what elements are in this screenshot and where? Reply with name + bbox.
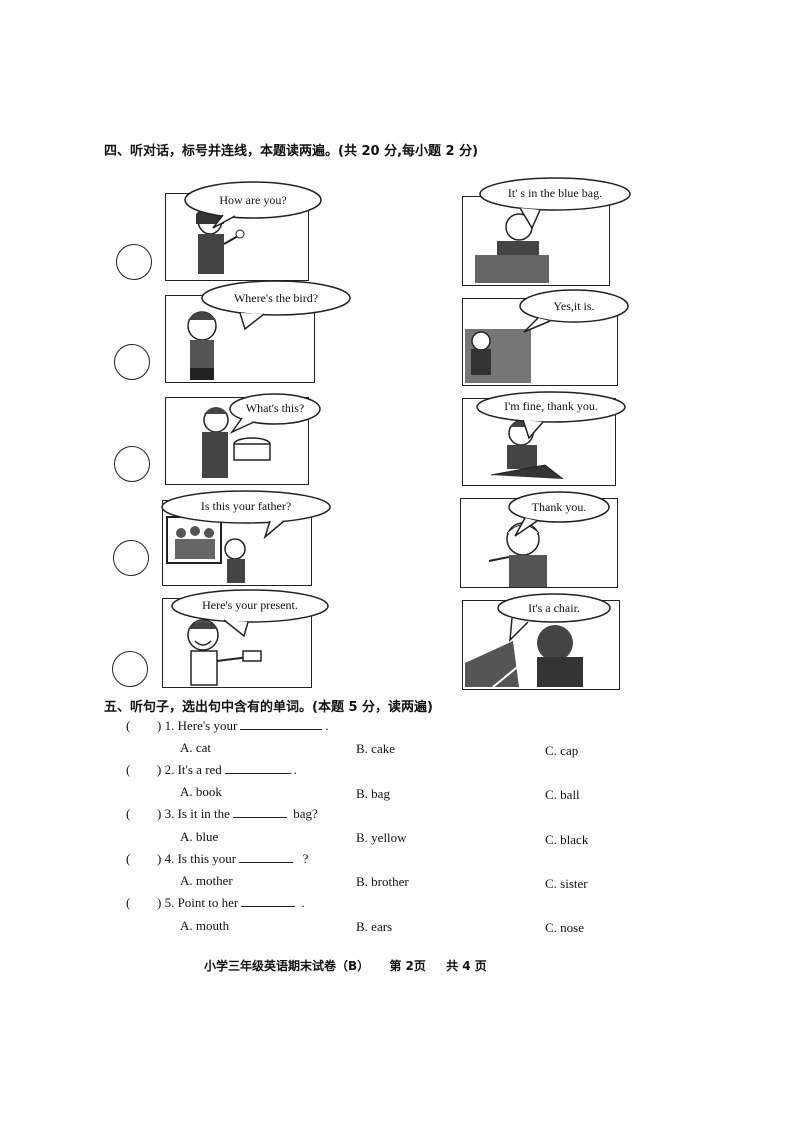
bubble-text: It' s in the blue bag. <box>507 186 603 200</box>
family-photo-icon <box>166 516 246 583</box>
bubble-text: Where's the bird? <box>233 291 319 305</box>
section-5-title: 五、听句子，选出句中含有的单词。(本题 5 分，读两遍) <box>104 700 433 715</box>
speech-bubble-left-5: Here's your present. <box>170 588 330 638</box>
answer-circle-3[interactable] <box>114 446 150 482</box>
section-4-title: 四、听对话，标号并连线，本题读两遍。(共 20 分,每小题 2 分) <box>104 144 479 159</box>
option-c[interactable]: C. nose <box>545 920 584 935</box>
question-4: ) 4. Is this your ? <box>157 851 308 867</box>
question-text: ) 3. Is it in the <box>157 806 230 821</box>
option-c[interactable]: C. sister <box>545 876 588 891</box>
question-5: ) 5. Point to her . <box>157 895 305 911</box>
small-figure-icon <box>465 329 531 383</box>
option-c[interactable]: C. ball <box>545 787 580 802</box>
answer-blank[interactable] <box>241 905 296 907</box>
answer-blank[interactable] <box>224 772 291 774</box>
bubble-text: Yes,it is. <box>553 299 595 313</box>
question-text: ) 1. Here's your <box>157 718 238 733</box>
option-b[interactable]: B. brother <box>356 874 409 889</box>
option-a[interactable]: A. blue <box>180 829 219 844</box>
answer-paren-5[interactable]: ( <box>126 895 131 910</box>
bubble-text: I'm fine, thank you. <box>504 399 598 413</box>
page-footer: 小学三年级英语期末试卷（B） 第 2页 共 4 页 <box>204 957 487 974</box>
boy-with-drum-icon <box>202 407 271 478</box>
answer-circle-5[interactable] <box>112 651 148 687</box>
answer-paren-2[interactable]: ( <box>126 762 131 777</box>
question-after: . <box>301 895 305 910</box>
bubble-text: What's this? <box>245 401 305 415</box>
answer-circle-1[interactable] <box>116 244 152 280</box>
boy-thank-you-icon <box>488 522 547 587</box>
speech-bubble-right-5: It's a chair. <box>496 592 612 642</box>
option-b[interactable]: B. bag <box>356 786 390 801</box>
question-text: ) 5. Point to her <box>157 895 239 910</box>
speech-bubble-right-1: It' s in the blue bag. <box>478 176 632 230</box>
boy-figure-icon <box>187 311 217 380</box>
option-c[interactable]: C. black <box>545 832 589 847</box>
option-a[interactable]: A. book <box>180 784 222 799</box>
bubble-text: Thank you. <box>531 500 587 514</box>
question-2: ) 2. It's a red. <box>157 762 297 778</box>
question-after: . <box>293 762 298 777</box>
girl-with-chair-icon <box>465 625 583 688</box>
question-after: bag? <box>293 806 318 821</box>
option-b[interactable]: B. ears <box>356 919 393 934</box>
footer-page: 第 2页 <box>389 959 426 973</box>
answer-blank[interactable] <box>239 861 294 863</box>
answer-blank[interactable] <box>240 728 323 730</box>
footer-total: 共 4 页 <box>446 959 487 973</box>
right-picture-panel-1 <box>462 196 610 286</box>
speech-bubble-right-2: Yes,it is. <box>518 288 630 333</box>
question-text: ) 2. It's a red <box>157 762 222 777</box>
answer-blank[interactable] <box>232 816 287 818</box>
answer-paren-3[interactable]: ( <box>126 806 131 821</box>
bubble-text: How are you? <box>219 193 287 207</box>
answer-paren-4[interactable]: ( <box>126 851 131 866</box>
speech-bubble-right-3: I'm fine, thank you. <box>475 390 627 440</box>
question-3: ) 3. Is it in the bag? <box>157 806 318 822</box>
option-b[interactable]: B. cake <box>356 741 395 756</box>
speech-bubble-right-4: Thank you. <box>507 490 611 537</box>
speech-bubble-left-1: How are you? <box>183 180 323 229</box>
bubble-text: Here's your present. <box>202 598 298 612</box>
bubble-text: Is this your father? <box>200 499 292 513</box>
option-a[interactable]: A. mother <box>180 873 233 888</box>
bubble-text: It's a chair. <box>528 601 580 615</box>
option-c[interactable]: C. cap <box>545 743 579 758</box>
boy-with-present-icon <box>187 619 262 686</box>
option-b[interactable]: B. yellow <box>356 830 407 845</box>
option-a[interactable]: A. mouth <box>180 918 230 933</box>
question-after: . <box>325 718 329 733</box>
question-after: ? <box>302 851 309 866</box>
speech-bubble-left-2: Where's the bird? <box>200 279 352 331</box>
question-1: ) 1. Here's your. <box>157 718 329 734</box>
question-text: ) 4. Is this your <box>157 851 237 866</box>
answer-circle-2[interactable] <box>114 344 150 380</box>
speech-bubble-left-3: What's this? <box>228 392 322 434</box>
speech-bubble-left-4: Is this your father? <box>160 489 332 540</box>
answer-circle-4[interactable] <box>113 540 149 576</box>
option-a[interactable]: A. cat <box>180 740 212 755</box>
boy-at-desk-icon <box>475 213 549 283</box>
footer-title: 小学三年级英语期末试卷（B） <box>204 959 370 973</box>
answer-paren-1[interactable]: ( <box>126 718 131 733</box>
